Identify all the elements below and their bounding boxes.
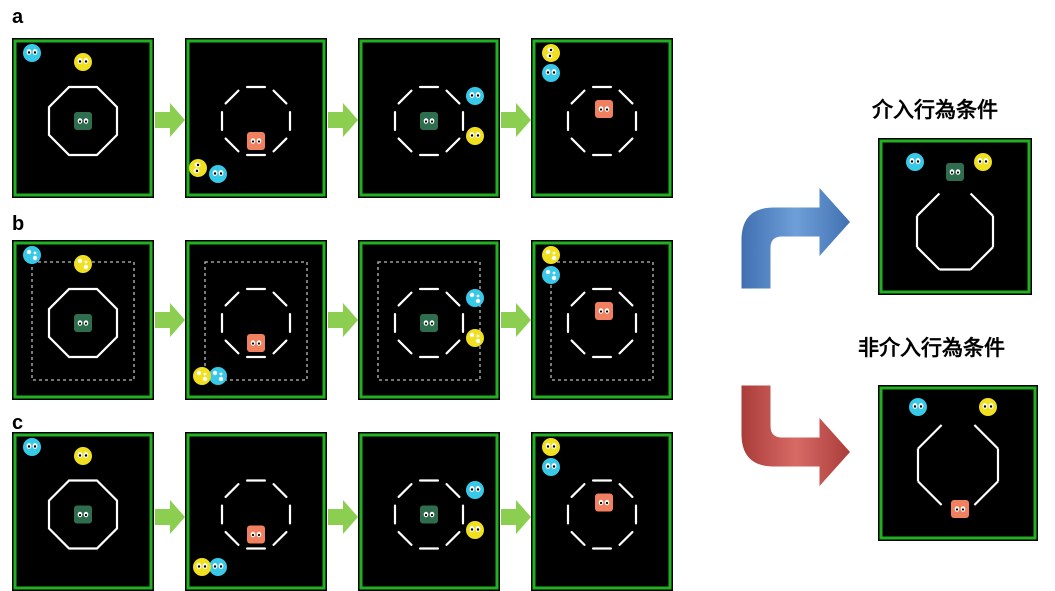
octagon-wall-open [918, 425, 998, 505]
octagon-wall-broken [568, 481, 636, 549]
orange-agent [247, 132, 265, 150]
yellow-agent [541, 43, 562, 64]
yellow-agent [466, 521, 484, 539]
panel-c-1 [12, 432, 154, 591]
step-arrow-a-3 [501, 103, 531, 137]
yellow-agent [542, 246, 560, 264]
panel-a-1 [12, 38, 154, 198]
cyan-agent [466, 87, 484, 105]
step-arrow-a-2 [328, 103, 358, 137]
panel-intervention [878, 138, 1032, 295]
cyan-agent [542, 458, 560, 476]
cyan-agent [23, 438, 41, 456]
cyan-agent [23, 44, 41, 62]
panel-border [188, 41, 324, 195]
yellow-agent [542, 438, 560, 456]
octagon-wall-broken [568, 87, 636, 155]
orange-agent [595, 494, 613, 512]
octagon-wall-broken [568, 289, 636, 357]
cyan-agent [466, 481, 484, 499]
panel-c-3 [358, 432, 500, 591]
panel-c-2 [185, 432, 327, 591]
orange-agent [595, 302, 613, 320]
branch-arrow-down [730, 380, 860, 496]
panel-b-1 [12, 240, 154, 400]
row-label-a: a [12, 6, 23, 29]
yellow-agent [193, 558, 211, 576]
dashed-zone [551, 262, 653, 380]
branch-arrow-up [730, 178, 860, 294]
panel-a-4 [531, 38, 673, 198]
panel-non-intervention [878, 385, 1038, 541]
orange-agent [247, 526, 265, 544]
yellow-agent [74, 255, 92, 273]
dashed-zone [205, 262, 307, 380]
yellow-agent [74, 447, 92, 465]
cyan-agent [542, 266, 560, 284]
step-arrow-c-1 [155, 500, 185, 534]
yellow-agent [193, 367, 211, 385]
step-arrow-b-2 [328, 303, 358, 337]
cyan-agent [466, 289, 484, 307]
step-arrow-c-3 [501, 500, 531, 534]
panel-b-3 [358, 240, 500, 400]
orange-agent [951, 500, 969, 518]
yellow-agent [466, 329, 484, 347]
panel-c-4 [531, 432, 673, 591]
row-label-b: b [12, 213, 24, 236]
yellow-agent [974, 153, 992, 171]
orange-agent [595, 100, 613, 118]
panel-b-4 [531, 240, 673, 400]
step-arrow-c-2 [328, 500, 358, 534]
yellow-agent [979, 398, 997, 416]
green-agent [74, 112, 92, 130]
green-agent [420, 314, 438, 332]
cyan-agent [209, 558, 227, 576]
cyan-agent [906, 153, 924, 171]
orange-agent [247, 334, 265, 352]
yellow-agent [188, 158, 209, 179]
panel-a-3 [358, 38, 500, 198]
octagon-wall-open [917, 194, 993, 270]
cyan-agent [542, 64, 560, 82]
green-agent [420, 506, 438, 524]
intervention-label: 介入行為条件 [872, 94, 998, 124]
step-arrow-b-1 [155, 303, 185, 337]
step-arrow-b-3 [501, 303, 531, 337]
green-agent [74, 506, 92, 524]
cyan-agent [209, 367, 227, 385]
yellow-agent [74, 53, 92, 71]
cyan-agent [23, 246, 41, 264]
step-arrow-a-1 [155, 103, 185, 137]
green-agent [74, 314, 92, 332]
cyan-agent [909, 398, 927, 416]
green-agent [420, 112, 438, 130]
panel-b-2 [185, 240, 327, 400]
cyan-agent [209, 165, 227, 183]
panel-a-2 [185, 38, 327, 198]
green-agent [946, 163, 964, 181]
yellow-agent [466, 127, 484, 145]
non-intervention-label: 非介入行為条件 [858, 332, 1005, 362]
